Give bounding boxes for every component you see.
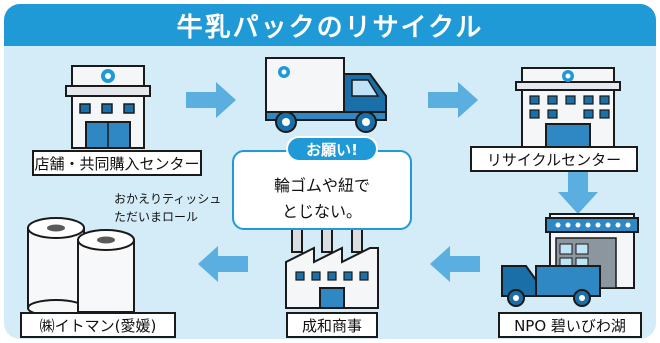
request-line-1: 輪ゴムや紐で: [273, 176, 370, 195]
factory-label: 成和商事: [286, 312, 378, 338]
product-name-1: おかえりティッシュ: [114, 192, 222, 206]
arrow-left-2: [198, 246, 248, 282]
request-badge: お願い!: [286, 136, 378, 162]
toilet-paper-icon: [27, 217, 135, 317]
recycle-center-label: リサイクルセンター: [470, 146, 638, 172]
npo-label: NPO 碧いびわ湖: [498, 312, 642, 338]
diagram-title: 牛乳パックのリサイクル: [176, 12, 484, 43]
request-line-2: とじない。: [281, 202, 362, 221]
title-bar: 牛乳パックのリサイクル: [4, 4, 656, 46]
product-name-2: ただいまロール: [114, 210, 199, 224]
npo-facility-icon: [501, 213, 639, 307]
arrow-left-1: [430, 246, 480, 282]
arrow-right-2: [428, 82, 478, 118]
arrow-right-1: [186, 82, 236, 118]
factory-icon: [285, 227, 379, 309]
store-building-icon: [65, 65, 151, 149]
arrow-down: [558, 170, 598, 214]
store-label: 店舗・共同購入センター: [32, 150, 202, 176]
recycle-center-building-icon: [515, 67, 621, 149]
itoman-label: ㈱イトマン(愛媛): [20, 312, 176, 338]
delivery-truck-icon: [265, 57, 387, 133]
